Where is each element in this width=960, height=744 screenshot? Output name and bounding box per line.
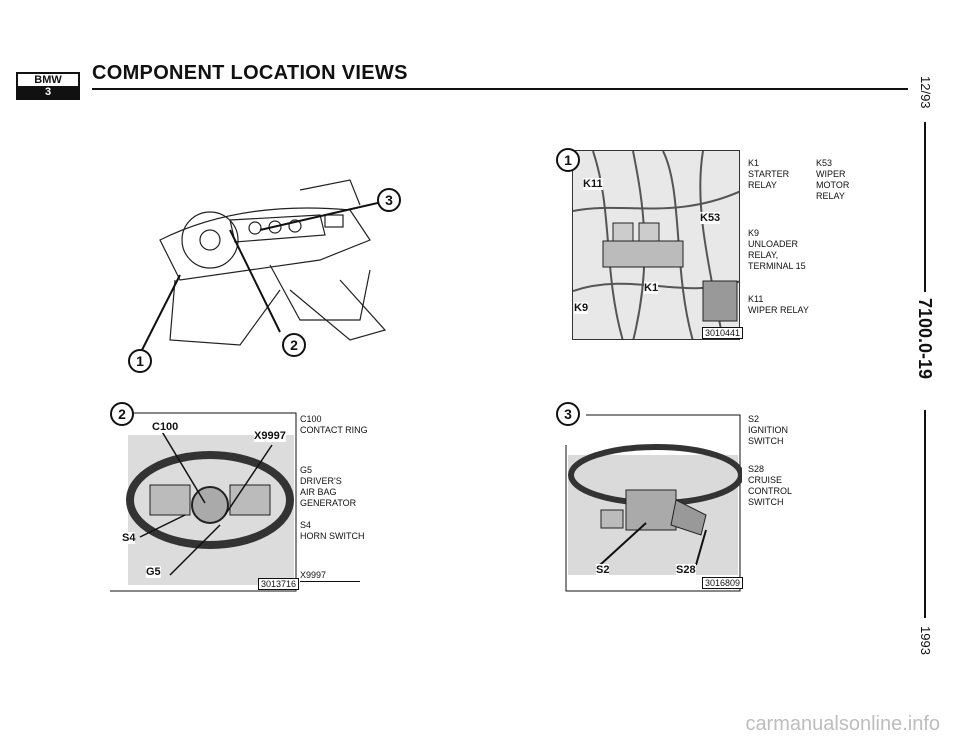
overview-marker-1: 1 (128, 349, 152, 373)
callout-code: K11 (748, 294, 764, 304)
view-2-label-g5: G5 (146, 566, 161, 578)
view-3-callout-s2: S2 IGNITION SWITCH (748, 414, 818, 447)
margin-rule-bottom (924, 410, 926, 618)
view-2-marker: 2 (110, 402, 134, 426)
overview-marker-3: 3 (377, 188, 401, 212)
bmw-3-logo: BMW 3 (16, 72, 80, 100)
view-1-callout-k9: K9 UNLOADER RELAY, TERMINAL 15 (748, 228, 808, 272)
view-1-figure-number: 3010441 (702, 327, 744, 339)
view-2-callout-x9997: X9997 (300, 570, 360, 582)
callout-desc: WIPER RELAY (748, 305, 809, 315)
callout-code: C100 (300, 414, 322, 424)
view-1-callout-k11: K11 WIPER RELAY (748, 294, 818, 316)
view-2-label-x9997: X9997 (254, 430, 286, 442)
callout-code: K9 (748, 228, 760, 238)
callout-desc: UNLOADER RELAY, TERMINAL 15 (748, 239, 806, 271)
margin-rule-top (924, 122, 926, 292)
callout-desc: CONTACT RING (300, 425, 368, 435)
callout-desc: WIPER MOTOR RELAY (816, 169, 850, 201)
page-title: COMPONENT LOCATION VIEWS (92, 62, 408, 84)
view-3-frame (556, 405, 744, 593)
callout-desc: CRUISE CONTROL SWITCH (748, 475, 792, 507)
callout-desc: HORN SWITCH (300, 531, 365, 541)
view-1-label-k9: K9 (574, 302, 589, 314)
callout-code: K53 (816, 158, 833, 168)
view-2-label-s4: S4 (122, 532, 136, 544)
margin-section-number: 7100.0-19 (915, 298, 935, 380)
callout-desc: DRIVER'S AIR BAG GENERATOR (300, 476, 357, 508)
callout-desc: STARTER RELAY (748, 169, 790, 190)
view-3-marker: 3 (556, 402, 580, 426)
view-1-marker: 1 (556, 148, 580, 172)
dashboard-overview-illustration (120, 170, 410, 370)
view-1-label-k1: K1 (644, 282, 659, 294)
view-2-frame (110, 405, 298, 597)
view-2-label-c100: C100 (152, 421, 179, 433)
margin-date: 12/93 (918, 76, 933, 109)
view-1-photo (572, 150, 740, 340)
view-3-callout-s28: S28 CRUISE CONTROL SWITCH (748, 464, 828, 508)
callout-code: X9997 (300, 570, 327, 580)
view-1-label-k53: K53 (700, 212, 721, 224)
callout-code: G5 (300, 465, 313, 475)
callout-desc: IGNITION SWITCH (748, 425, 788, 446)
view-3-label-s28: S28 (676, 564, 696, 576)
view-2-steering-wheel-photo (110, 412, 297, 592)
callout-code: K1 (748, 158, 760, 168)
callout-code: S2 (748, 414, 760, 424)
overview-marker-2: 2 (282, 333, 306, 357)
dashboard-drawing (141, 179, 387, 351)
view-2-callout-g5: G5 DRIVER'S AIR BAG GENERATOR (300, 465, 358, 509)
view-1-callout-k1: K1 STARTER RELAY (748, 158, 808, 191)
view-2-figure-number: 3013716 (258, 578, 300, 590)
view-1-callout-k53: K53 WIPER MOTOR RELAY (816, 158, 878, 202)
view-3-figure-number: 3016809 (702, 577, 744, 589)
view-3-ignition-photo (565, 414, 744, 592)
view-2-callout-c100: C100 CONTACT RING (300, 414, 390, 436)
view-1-label-k11: K11 (583, 178, 603, 190)
logo-series: 3 (18, 86, 78, 98)
watermark: carmanualsonline.info (745, 713, 940, 735)
view-3-label-s2: S2 (596, 564, 610, 576)
view-2-callout-s4: S4 HORN SWITCH (300, 520, 390, 542)
title-rule (92, 88, 908, 90)
callout-code: S4 (300, 520, 312, 530)
margin-year: 1993 (918, 626, 933, 655)
callout-code: S28 (748, 464, 765, 474)
